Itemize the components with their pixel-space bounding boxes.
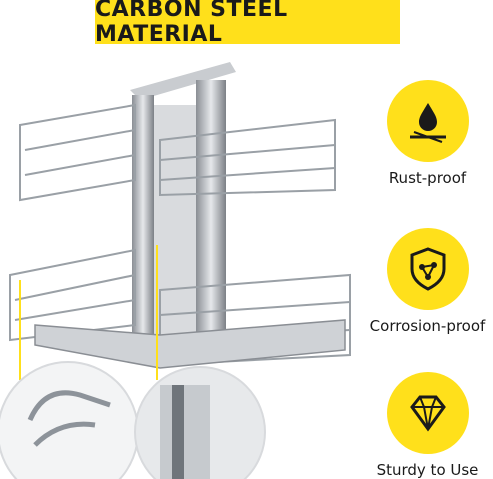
- base-tray: [34, 319, 346, 369]
- feature-rust-proof: Rust-proof: [362, 80, 493, 187]
- diamond-icon: [386, 372, 469, 454]
- title-banner: CARBON STEEL MATERIAL: [95, 0, 400, 47]
- detail-circle-left: [0, 361, 139, 479]
- detail-circle-right: [134, 366, 266, 479]
- feature-corrosion-proof: Corrosion-proof: [362, 228, 493, 335]
- center-column: [130, 62, 236, 340]
- product-illustration: [0, 62, 351, 479]
- feature-sturdy-to-use: Sturdy to Use: [362, 372, 493, 479]
- upper-basket: [19, 103, 336, 202]
- page-title: CARBON STEEL MATERIAL: [95, 0, 288, 47]
- water-drop-rust-icon: [386, 80, 469, 162]
- feature-label: Corrosion-proof: [369, 317, 486, 335]
- feature-label: Sturdy to Use: [376, 461, 479, 479]
- feature-label: Rust-proof: [388, 169, 467, 187]
- shield-molecule-icon: [386, 228, 469, 310]
